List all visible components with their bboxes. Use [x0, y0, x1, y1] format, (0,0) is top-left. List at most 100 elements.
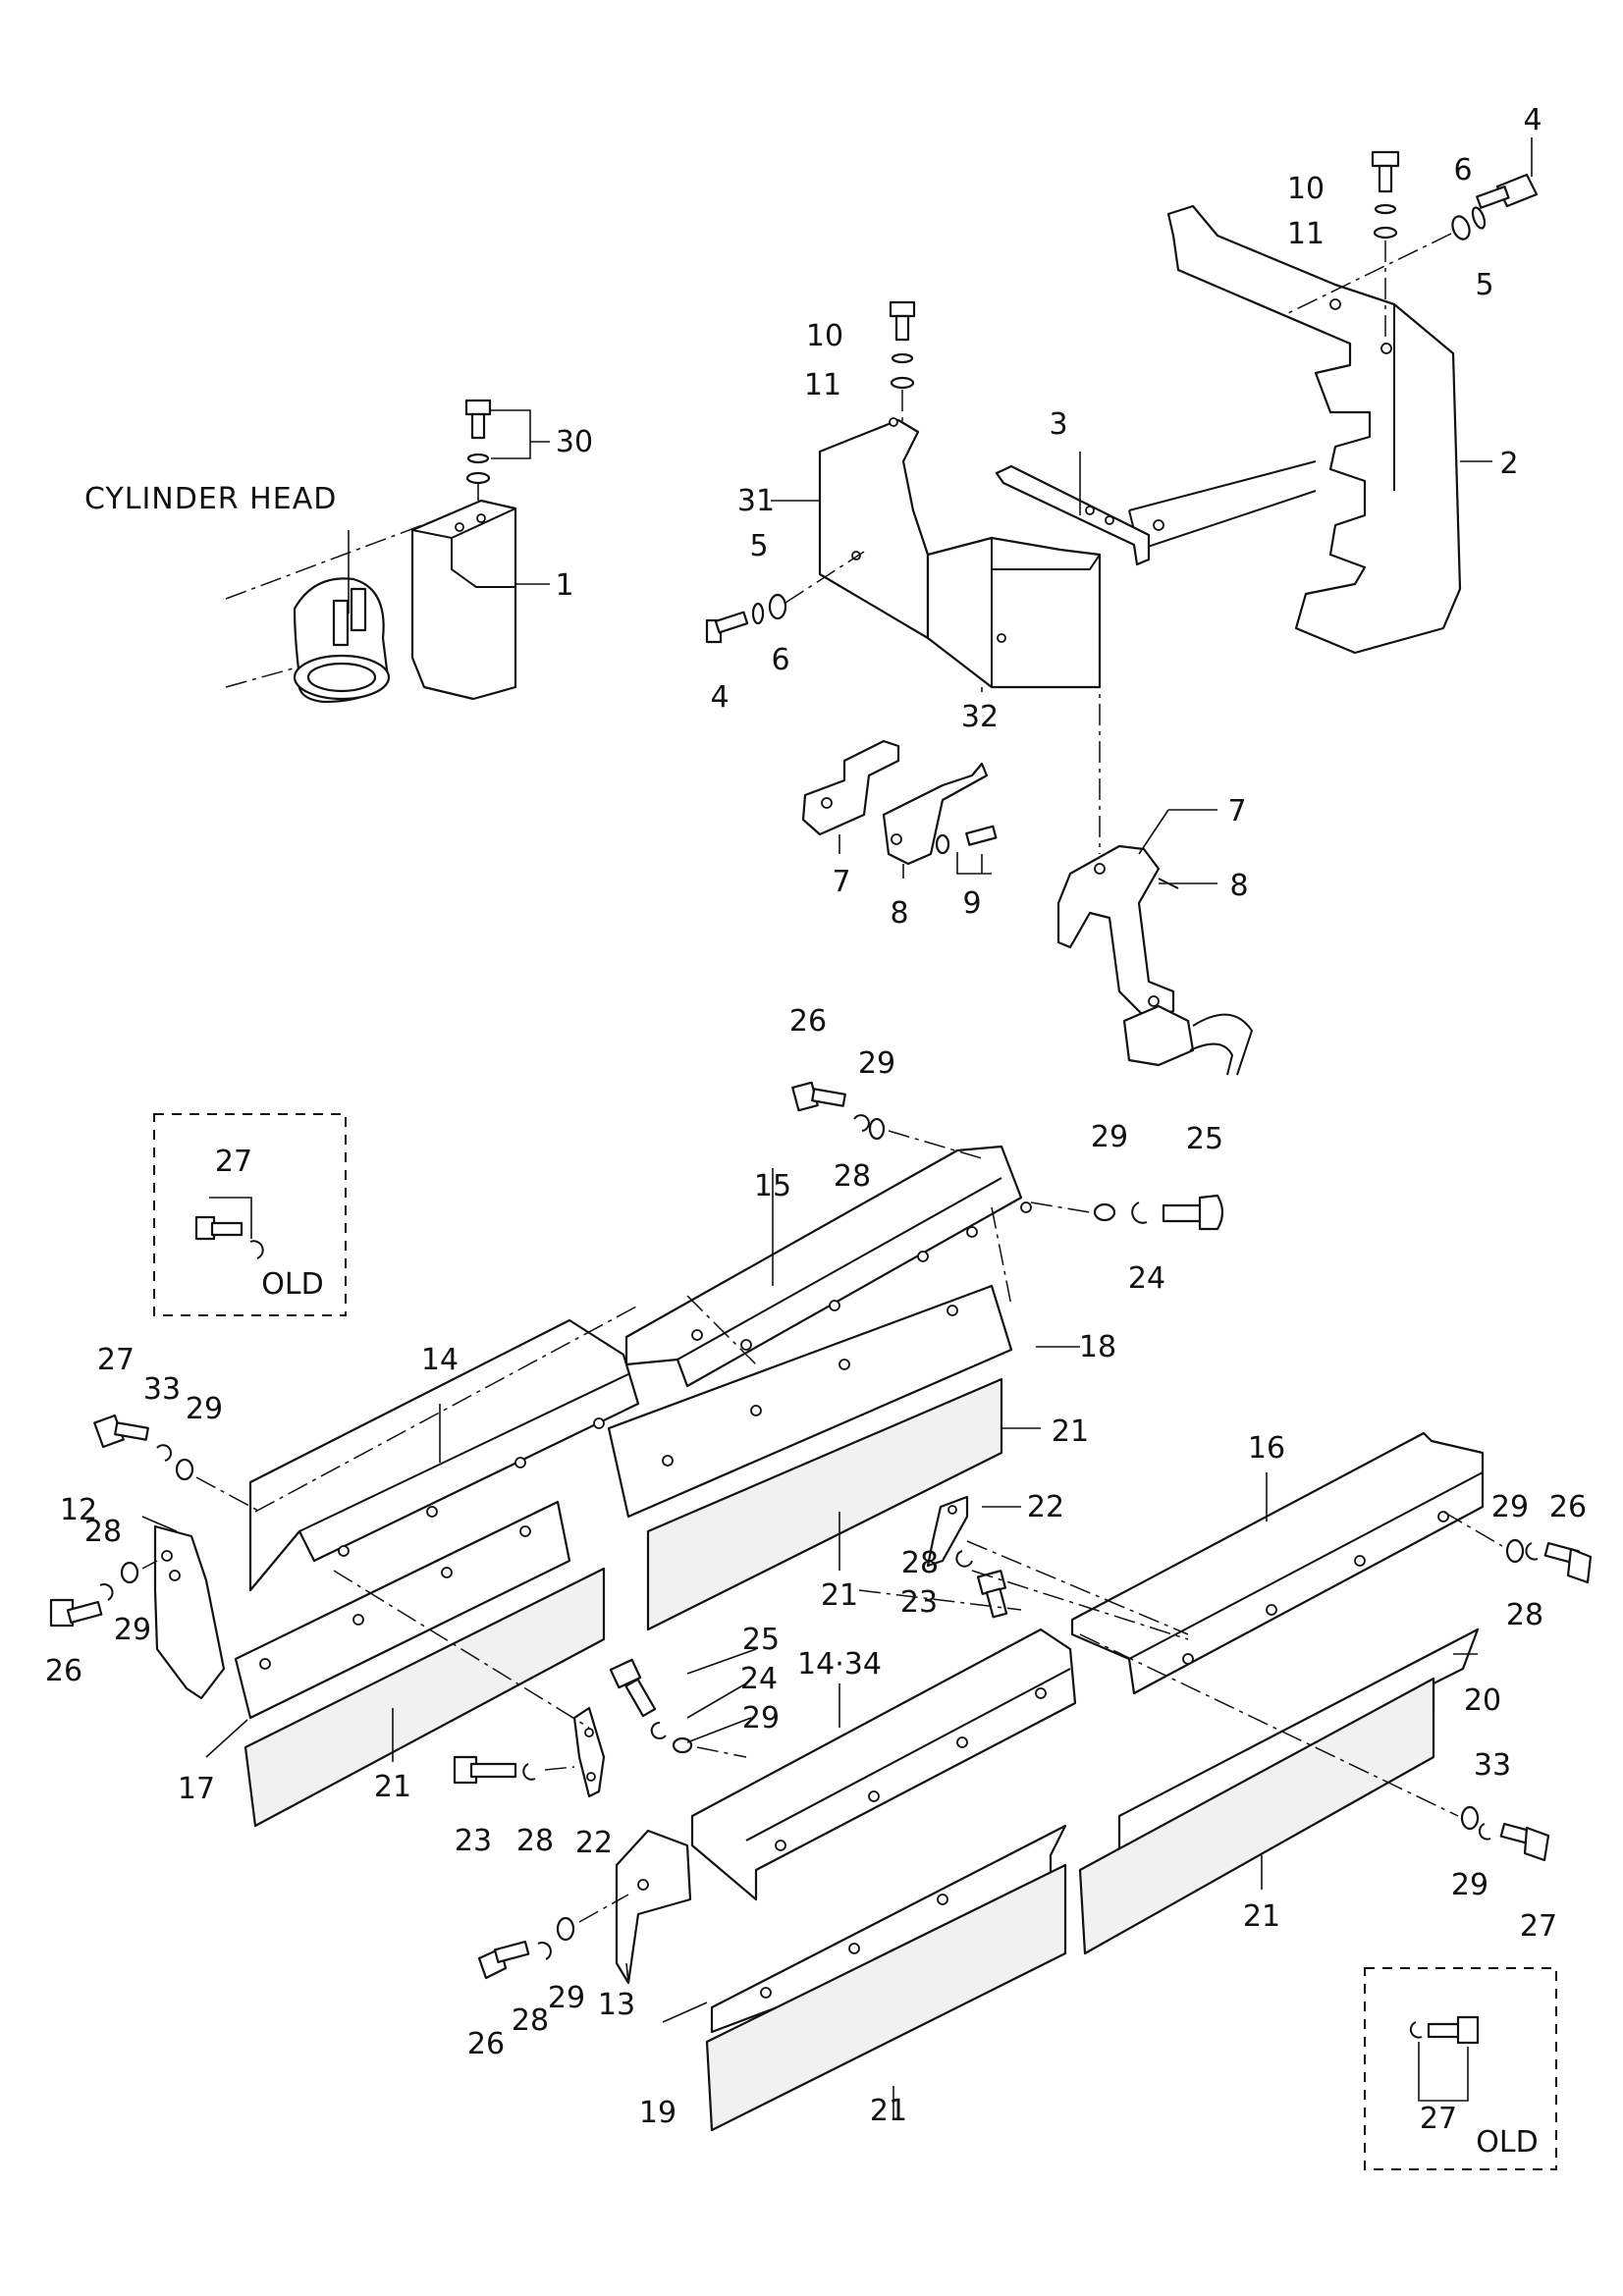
callout-10: 10	[1287, 172, 1325, 206]
callout-1: 1	[555, 568, 573, 603]
callout-4: 4	[1523, 103, 1542, 137]
callout-30: 30	[556, 425, 593, 459]
old-label-top: OLD	[261, 1267, 323, 1302]
bolt-set-10-upper	[1371, 150, 1400, 344]
callout-6: 6	[771, 643, 789, 677]
callout-28: 28	[84, 1515, 122, 1549]
callout-27: 27	[1520, 1909, 1557, 1944]
callout-21: 21	[1052, 1415, 1089, 1449]
callout-21: 21	[870, 2094, 907, 2128]
cover-part-16	[1070, 1431, 1485, 1695]
callout-27: 27	[215, 1145, 252, 1179]
callout-23: 23	[900, 1585, 938, 1620]
bolt-set-4-left	[705, 551, 865, 644]
callout-26: 26	[45, 1654, 82, 1688]
gasket-part-21-b	[646, 1377, 1003, 1631]
callout-27: 27	[1420, 2102, 1457, 2136]
callout-29: 29	[186, 1392, 223, 1426]
callout-29: 29	[114, 1613, 151, 1647]
cylinder-head-assembly	[225, 509, 462, 704]
callout-22: 22	[1027, 1490, 1064, 1524]
callout-2: 2	[1499, 447, 1518, 481]
callout-23: 23	[455, 1824, 492, 1858]
callout-29: 29	[742, 1701, 780, 1735]
callout-11: 11	[1287, 217, 1325, 251]
callout-15: 15	[754, 1169, 791, 1203]
callout-27: 27	[97, 1343, 135, 1377]
callout-18: 18	[1079, 1330, 1116, 1364]
callout-6: 6	[1453, 153, 1472, 187]
callout-5: 5	[749, 529, 768, 563]
callout-21: 21	[374, 1770, 411, 1804]
cover-part-14-34	[690, 1628, 1077, 1901]
callout-28: 28	[1506, 1598, 1543, 1632]
callout-31: 31	[737, 484, 775, 518]
callout-25: 25	[742, 1623, 780, 1657]
old-inset-bottom	[1364, 1967, 1557, 2170]
plate-part-12	[153, 1524, 226, 1700]
bracket-parts-7-8-9	[801, 739, 998, 875]
heat-cover-part-31	[818, 417, 930, 640]
callout-7: 7	[832, 865, 850, 899]
cylinder-head-label: CYLINDER HEAD	[84, 482, 337, 516]
callout-33: 33	[1474, 1748, 1511, 1783]
callout-21: 21	[1243, 1899, 1280, 1934]
callout-29: 29	[1091, 1120, 1128, 1154]
callout-17: 17	[178, 1772, 215, 1806]
bolt-set-10-lower	[889, 300, 916, 422]
old-label-bottom: OLD	[1476, 2125, 1538, 2160]
callout-11: 11	[804, 368, 841, 402]
gasket-part-21-a	[243, 1567, 606, 1828]
callout-5: 5	[1475, 268, 1493, 302]
leader-lines	[141, 137, 1533, 2120]
callout-28: 28	[516, 1824, 554, 1858]
clip-part-22-left	[572, 1706, 606, 1798]
callout-7: 7	[1227, 794, 1246, 828]
callout-20: 20	[1464, 1683, 1501, 1718]
callout-29: 29	[1491, 1490, 1529, 1524]
callout-21: 21	[821, 1578, 858, 1613]
bracket-assembly-7-8	[1056, 555, 1254, 1076]
bolt-set-30	[464, 399, 550, 501]
callout-26: 26	[789, 1004, 827, 1039]
gasket-part-21-e	[705, 1863, 1067, 2132]
heat-cover-part-32	[926, 536, 1102, 689]
callout-8: 8	[890, 896, 908, 931]
callout-4: 4	[710, 680, 729, 715]
cover-part-17	[234, 1500, 571, 1720]
heat-insulator-part-2	[1128, 204, 1462, 655]
cover-part-14	[248, 1318, 640, 1592]
callout-26: 26	[467, 2027, 505, 2061]
callout-24: 24	[1128, 1261, 1165, 1296]
gasket-part-21-d	[1078, 1677, 1435, 1955]
callout-33: 33	[143, 1372, 181, 1407]
callout-24: 24	[740, 1662, 778, 1696]
heat-cover-part-1	[410, 499, 517, 701]
callout-16: 16	[1248, 1431, 1285, 1466]
clip-part-22-right	[926, 1495, 969, 1568]
callout-8: 8	[1229, 869, 1248, 903]
callout-25: 25	[1186, 1122, 1223, 1156]
callout-12: 12	[60, 1493, 97, 1527]
callout-29: 29	[548, 1981, 585, 2015]
callout-32: 32	[961, 700, 999, 734]
callout-29: 29	[858, 1046, 895, 1081]
callout-19: 19	[639, 2096, 676, 2130]
callout-26: 26	[1549, 1490, 1587, 1524]
cover-part-15	[624, 1145, 1032, 1388]
callout-28: 28	[901, 1546, 939, 1580]
callout-14-34: 14·34	[797, 1647, 882, 1682]
callout-22: 22	[575, 1826, 613, 1860]
callout-28: 28	[834, 1159, 871, 1194]
cover-part-18	[607, 1284, 1013, 1519]
fasteners-bottom	[49, 1081, 1593, 1980]
callout-10: 10	[806, 319, 843, 353]
plate-part-13	[615, 1829, 692, 1985]
callout-3: 3	[1049, 407, 1067, 442]
callout-13: 13	[598, 1988, 635, 2022]
callout-28: 28	[512, 2003, 549, 2038]
callout-29: 29	[1451, 1868, 1488, 1902]
old-inset-top	[153, 1113, 347, 1316]
bolt-set-4-right	[1285, 173, 1539, 315]
